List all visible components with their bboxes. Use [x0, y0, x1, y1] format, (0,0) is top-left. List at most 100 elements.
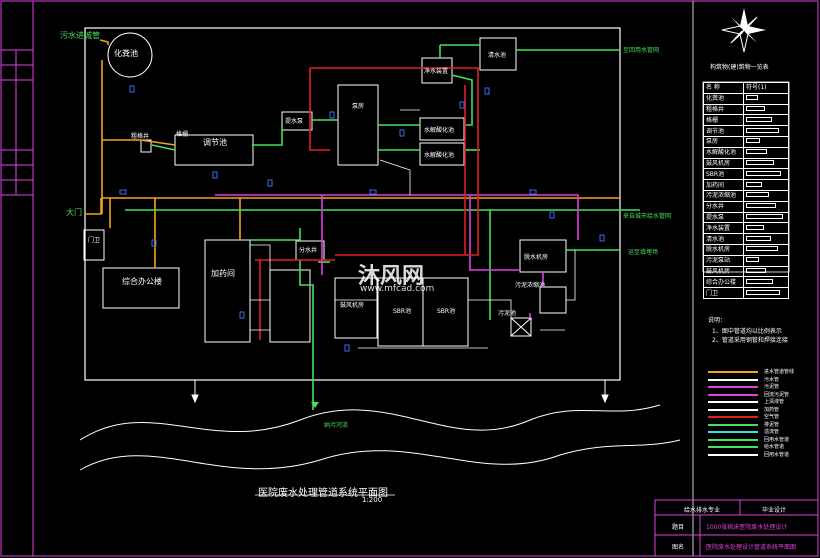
pipe-legend-line — [708, 453, 758, 456]
legend-row-symbol — [743, 287, 789, 299]
river-shape — [79, 404, 681, 471]
building-outlines — [83, 32, 567, 347]
legend-row-symbol — [743, 92, 789, 105]
sludge-thickener-shape — [269, 269, 311, 343]
pipe-legend-row: 污泥管 — [708, 383, 798, 391]
reclaimed-water-pipes — [125, 44, 640, 410]
legend-symbol-icon — [746, 267, 766, 273]
legend-symbol-icon — [746, 235, 771, 241]
legend-table-title: 构筑物(建)筑物一览表 — [710, 64, 769, 71]
watermark-brand: 沐风网 — [358, 264, 425, 289]
sbr-1-label: SBR池 — [393, 308, 412, 315]
dosing-room-shape — [204, 239, 251, 343]
sludge-pump-shape — [510, 317, 532, 337]
pipe-legend-label: 污泥管 — [764, 384, 780, 390]
legend-row: 鼓风机房 — [703, 157, 789, 170]
distribution-well-label: 分水井 — [299, 247, 318, 254]
legend-row-name: 脱水机房 — [703, 243, 744, 256]
pipe-legend-label: 污水管 — [764, 376, 780, 383]
hydrolysis-2-label: 水解酸化池 — [424, 152, 455, 159]
watermark-url: www.mfcad.com — [360, 284, 435, 294]
pipe-legend-label: 回用水管道 — [764, 436, 790, 443]
pipe-legend-row: 回流污泥管 — [708, 391, 798, 399]
legend-row-symbol — [743, 103, 789, 116]
legend-row-name: 鼓风机房 — [703, 157, 744, 170]
water-purifier-label: 净水装置 — [424, 68, 449, 75]
legend-row: 粗格井 — [703, 103, 789, 116]
water-purifier-shape — [421, 57, 453, 84]
legend-row-name: 泵房 — [703, 135, 744, 148]
dosing-pipes — [250, 109, 576, 349]
legend-symbol-icon — [746, 170, 781, 176]
title-block-drawing-value: 医院废水处理设计管道系统平面图 — [706, 544, 797, 551]
legend-row: 综合办公楼 — [703, 276, 789, 289]
pipe-legend-line — [708, 446, 758, 448]
legend-symbol-icon — [746, 278, 773, 284]
legend-row-symbol — [743, 233, 789, 245]
legend-symbol-icon — [746, 181, 762, 187]
pipe-legend-row: 给水管道 — [708, 443, 798, 451]
legend-row-name: 分水井 — [703, 200, 744, 213]
pipe-legend-line — [708, 386, 758, 388]
legend-row-name: 化粪池 — [703, 92, 744, 105]
river-label: 纳污河流 — [324, 422, 349, 429]
legend-row-name: 粗格井 — [703, 103, 744, 116]
pipe-legend-row: 上清液管 — [708, 398, 798, 406]
gate-label: 大门 — [66, 208, 82, 217]
title-block-project-type: 毕业设计 — [762, 507, 787, 514]
pipe-legend-row: 回用水管道 — [708, 451, 798, 459]
pipe-legend: 进水管道管线污水管污泥管回流污泥管上清液管加药管空气管排泥管溢流管回用水管道给水… — [708, 368, 798, 458]
legend-row-name: 污泥泵站 — [703, 254, 744, 267]
bar-screen-well-label: 粗格井 — [131, 133, 150, 140]
pipe-legend-label: 回用水管道 — [764, 451, 790, 458]
legend-row-name: 格栅 — [703, 114, 744, 127]
office-shape — [102, 267, 180, 309]
legend-row-symbol — [743, 179, 789, 191]
sewage-pipes — [85, 39, 620, 268]
legend-symbol-icon — [746, 203, 776, 209]
legend-row: 污泥泵站 — [703, 254, 789, 267]
pipe-legend-label: 排泥管 — [764, 421, 780, 428]
legend-row-symbol — [743, 189, 789, 202]
legend-row: 净水装置 — [703, 222, 789, 235]
legend-row: 调节池 — [703, 125, 789, 137]
pipe-legend-row: 回用水管道 — [708, 436, 798, 444]
legend-row: 清水池 — [703, 233, 789, 245]
legend-header-row: 名 称符号(1) — [703, 82, 789, 94]
title-block-drawing-label: 图名 — [672, 544, 685, 551]
legend-row-symbol — [743, 211, 789, 224]
guard-shape — [83, 229, 105, 261]
hydrolysis-1-shape — [419, 117, 465, 141]
pipe-legend-line — [708, 393, 758, 396]
guard-label: 门卫 — [88, 237, 101, 244]
legend-row: 化粪池 — [703, 92, 789, 105]
pipe-legend-line — [708, 431, 758, 433]
legend-row-name: 门卫 — [703, 287, 744, 299]
legend-row: 鼓风机房 — [703, 265, 789, 278]
pipe-legend-label: 溢流管 — [764, 429, 780, 435]
legend-row: 格栅 — [703, 114, 789, 127]
legend-row: 门卫 — [703, 287, 789, 299]
pipe-legend-row: 溢流管 — [708, 428, 798, 436]
legend-row-name: 水解酸化池 — [703, 146, 744, 159]
pipe-legend-line — [708, 416, 758, 418]
sbr-2-shape — [422, 277, 469, 347]
pipe-legend-row: 空气管 — [708, 413, 798, 421]
legend-row: 水解酸化池 — [703, 146, 789, 159]
pipe-legend-line — [708, 371, 758, 373]
to-reuse-label: 至回用水管网 — [623, 47, 660, 54]
legend-symbol-icon — [746, 257, 759, 263]
clear-water-tank-shape — [479, 37, 517, 71]
pipe-legend-row: 污水管 — [708, 376, 798, 384]
legend-row-symbol — [743, 222, 789, 235]
pump-room-shape — [337, 84, 379, 166]
pipe-legend-label: 进水管道管线 — [764, 369, 795, 375]
legend-header-cell: 符号(1) — [743, 82, 789, 94]
pipe-legend-label: 上清液管 — [764, 399, 785, 405]
pipe-legend-label: 给水管道 — [764, 444, 785, 450]
legend-symbol-icon — [746, 224, 764, 230]
legend-symbol-icon — [746, 105, 765, 111]
legend-row: 泵房 — [703, 135, 789, 148]
legend-row-name: 综合办公楼 — [703, 276, 744, 289]
legend-row-name: SBR池 — [703, 168, 744, 181]
